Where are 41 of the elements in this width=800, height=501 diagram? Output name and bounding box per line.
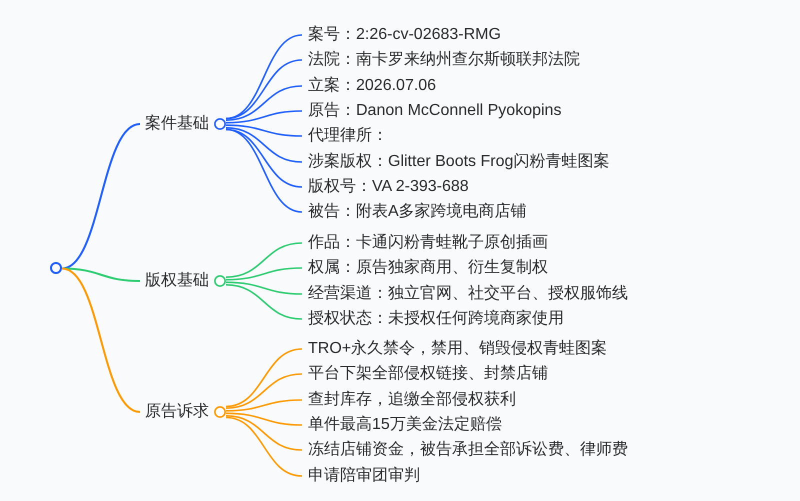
branch-label: 原告诉求	[145, 402, 209, 422]
root-circle	[50, 262, 62, 274]
branch-line	[226, 242, 302, 278]
topic-text: 平台下架全部侵权链接、封禁店铺	[302, 363, 548, 385]
topic-text: 版权号：VA 2-393-688	[302, 176, 469, 198]
topic-text: 案号：2:26-cv-02683-RMG	[302, 24, 501, 46]
topic-text: TRO+永久禁令，禁用、销毁侵权青蛙图案	[302, 338, 608, 360]
topic-text: 权属：原告独家商用、衍生复制权	[302, 257, 548, 279]
branch-label: 案件基础	[145, 113, 209, 134]
branch-line	[226, 127, 302, 163]
branch-line	[62, 268, 140, 282]
branch-line	[226, 282, 302, 295]
topic-text: 立案：2026.07.06	[302, 75, 436, 97]
topic-text: 冻结店铺资金，被告承担全部诉讼费、律师费	[302, 439, 628, 461]
topic-text: 查封库存，追缴全部侵权获利	[302, 389, 516, 411]
branch-label: 版权基础	[145, 270, 209, 291]
branch-line	[226, 373, 302, 409]
topic-text: 原告：Danon McConnell Pyokopins	[302, 100, 562, 122]
topic-text: 涉案版权：Glitter Boots Frog闪粉青蛙图案	[302, 151, 610, 173]
branch-line	[226, 412, 302, 426]
topic-text: 经营渠道：独立官网、社交平台、授权服饰线	[302, 283, 628, 305]
topic-text: 单件最高15万美金法定赔偿	[302, 414, 502, 436]
branch-line	[226, 124, 302, 137]
topic-text: 被告：附表A多家跨境电商店铺	[302, 201, 527, 223]
branch-line	[226, 128, 302, 213]
topic-text: 授权状态：未授权任何跨境商家使用	[302, 308, 564, 330]
branch-line	[226, 110, 302, 124]
topic-text: 申请陪审团审判	[302, 465, 420, 487]
topic-text: 作品：卡通闪粉青蛙靴子原创插画	[302, 232, 548, 254]
branch-line	[62, 123, 140, 270]
branch-line	[226, 59, 302, 120]
branch-line	[226, 284, 302, 320]
branch-line	[62, 268, 140, 413]
branch-line	[226, 348, 302, 408]
branch-line	[226, 416, 302, 477]
topic-text: 代理律所：	[302, 125, 388, 147]
branch-line	[226, 85, 302, 121]
branch-line	[226, 415, 302, 451]
branch-line	[226, 267, 302, 280]
topic-text: 法院：南卡罗来纳州查尔斯顿联邦法院	[302, 49, 580, 71]
branch-line	[226, 399, 302, 412]
